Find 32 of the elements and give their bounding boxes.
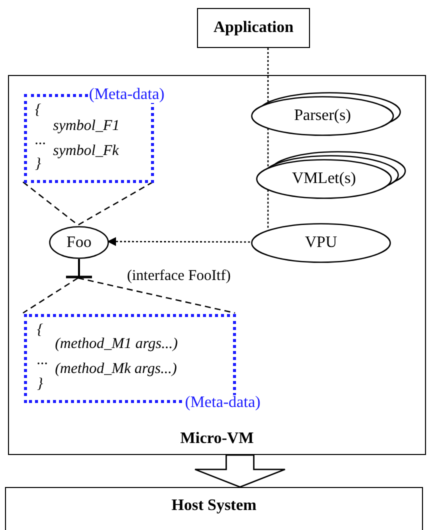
- code-text: }: [37, 377, 43, 392]
- code-text: (method_Mk args...): [55, 362, 177, 377]
- interface-label: (interface FooItf): [127, 268, 231, 285]
- node-label: Micro-VM: [180, 430, 254, 448]
- process-box: [5, 487, 423, 530]
- code-text: ...: [37, 353, 48, 368]
- arrow: [107, 236, 250, 246]
- code-text: {: [35, 103, 41, 118]
- connector-line: [267, 190, 269, 229]
- connector-line: [267, 48, 269, 102]
- code-text: {: [37, 323, 43, 338]
- code-text: }: [35, 157, 41, 172]
- node-label: Foo: [66, 234, 92, 252]
- connector-line: [78, 277, 236, 314]
- code-text: symbol_Fk: [53, 144, 119, 159]
- block-arrow: [194, 454, 286, 488]
- code-text: symbol_F1: [53, 119, 120, 134]
- connector-line: [267, 128, 269, 166]
- metadata-heading: (Meta-data): [185, 395, 261, 411]
- node-label: Application: [213, 19, 294, 37]
- connector-line: [78, 181, 154, 226]
- node-label: Parser(s): [294, 107, 351, 125]
- code-text: ...: [35, 133, 46, 148]
- node-label: Host System: [172, 497, 256, 516]
- connector-line: [22, 277, 78, 314]
- node-label: VPU: [305, 234, 337, 252]
- container-box: [8, 75, 426, 455]
- node-label: VMLet(s): [292, 170, 356, 188]
- connector-line: [22, 181, 78, 226]
- process-box: [197, 8, 310, 48]
- metadata-heading: (Meta-data): [89, 87, 165, 103]
- code-text: (method_M1 args...): [55, 337, 178, 352]
